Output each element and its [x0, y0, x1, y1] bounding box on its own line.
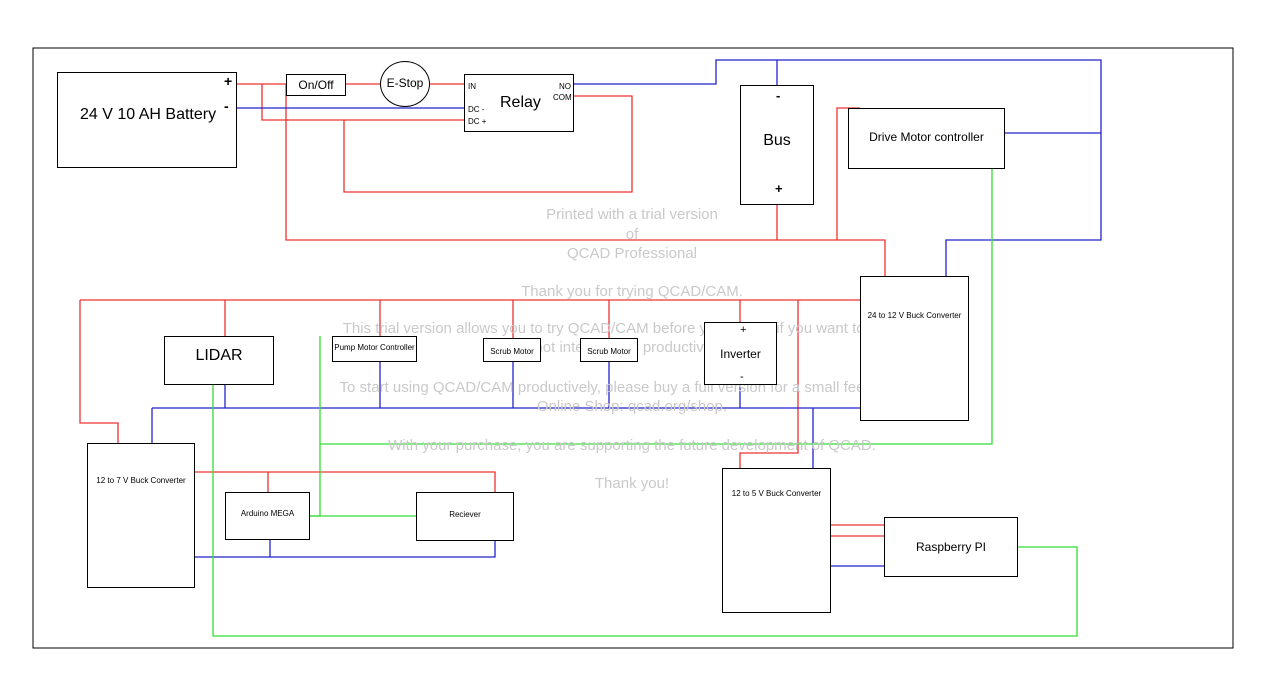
- bus-label: Bus: [763, 132, 791, 149]
- relay-label: Relay: [500, 94, 541, 111]
- lidar-block: LIDAR: [164, 336, 274, 385]
- lidar-label: LIDAR: [195, 347, 243, 364]
- wire-7v-ground: [195, 541, 496, 558]
- buck-converter-24-12-label: 24 to 12 V Buck Converter: [867, 311, 962, 320]
- wire-12v-to-buck-12-7: [79, 300, 119, 443]
- wire-7v-out: [195, 471, 496, 492]
- scrub-motor-1: Scrub Motor: [483, 338, 541, 362]
- watermark-line-3: QCAD Professional: [566, 245, 698, 262]
- battery-label: 24 V 10 AH Battery: [80, 106, 217, 123]
- wire-relay-com-loop: [343, 95, 633, 193]
- receiver-label: Reciever: [449, 510, 481, 519]
- inverter-minus-terminal: -: [740, 371, 744, 383]
- relay-pin-com: COM: [553, 93, 572, 102]
- inverter-block: + Inverter -: [704, 322, 777, 385]
- inverter-plus-terminal: +: [740, 324, 747, 336]
- battery-minus-terminal: -: [224, 98, 229, 114]
- buck-converter-12-5: 12 to 5 V Buck Converter: [722, 468, 831, 613]
- drawing-frame: [32, 47, 1234, 649]
- bus-plus-terminal: +: [775, 181, 783, 196]
- scrub-motor-2-label: Scrub Motor: [587, 347, 631, 356]
- buck-converter-12-7-label: 12 to 7 V Buck Converter: [96, 476, 186, 485]
- arduino-mega: Arduino MEGA: [225, 492, 310, 540]
- on-off-label: On/Off: [298, 78, 334, 92]
- estop-label: E-Stop: [386, 76, 424, 90]
- relay-pin-dc-minus: DC -: [468, 105, 485, 114]
- inverter-label: Inverter: [720, 347, 761, 361]
- battery-plus-terminal: +: [224, 73, 233, 89]
- estop-button: E-Stop: [380, 61, 430, 107]
- relay-block: Relay IN DC - DC + NO COM: [464, 74, 574, 132]
- watermark-line-8: Online Shop: qcad.org/shop.: [536, 398, 728, 415]
- watermark-line-7: To start using QCAD/CAM productively, pl…: [339, 379, 925, 396]
- wire-relay-no-to-bus: [574, 59, 1102, 276]
- wire-lidar-to-pi: [212, 385, 1078, 637]
- drive-motor-controller: Drive Motor controller: [848, 108, 1005, 169]
- bus-minus-terminal: -: [776, 88, 781, 103]
- drive-motor-controller-label: Drive Motor controller: [869, 130, 984, 144]
- wire-drive-signal: [320, 169, 993, 445]
- watermark-line-10: Thank you!: [594, 475, 670, 492]
- on-off-switch: On/Off: [286, 74, 346, 96]
- wire-12v-to-buck-12-5: [739, 300, 799, 468]
- raspberry-pi-label: Raspberry PI: [915, 540, 987, 554]
- watermark-line-4: Thank you for trying QCAD/CAM.: [521, 283, 743, 300]
- raspberry-pi: Raspberry PI: [884, 517, 1018, 577]
- watermark-line-2: of: [625, 226, 639, 243]
- pump-motor-controller: Pump Motor Controller: [332, 336, 417, 362]
- buck-converter-12-5-label: 12 to 5 V Buck Converter: [731, 489, 822, 498]
- scrub-motor-2: Scrub Motor: [580, 338, 638, 362]
- arduino-mega-label: Arduino MEGA: [240, 509, 295, 518]
- relay-pin-in: IN: [468, 82, 476, 91]
- watermark-line-9: With your purchase, you are supporting t…: [388, 437, 876, 454]
- pump-motor-controller-label: Pump Motor Controller: [334, 343, 415, 352]
- battery-block: 24 V 10 AH Battery + -: [57, 72, 237, 168]
- relay-pin-dc-plus: DC +: [468, 117, 487, 126]
- buck-converter-24-12: 24 to 12 V Buck Converter: [860, 276, 969, 421]
- buck-converter-12-7: 12 to 7 V Buck Converter: [87, 443, 195, 588]
- wires: [79, 59, 1102, 637]
- receiver-block: Reciever: [416, 492, 514, 541]
- relay-pin-no: NO: [559, 82, 571, 91]
- watermark-line-1: Printed with a trial version: [546, 206, 718, 223]
- scrub-motor-1-label: Scrub Motor: [490, 347, 534, 356]
- wire-battery-to-relay-dcplus: [261, 84, 464, 121]
- wire-main-positive-trunk: [285, 84, 886, 276]
- power-bus: - Bus +: [740, 85, 814, 205]
- watermark-line-5: This trial version allows you to try QCA…: [342, 320, 922, 337]
